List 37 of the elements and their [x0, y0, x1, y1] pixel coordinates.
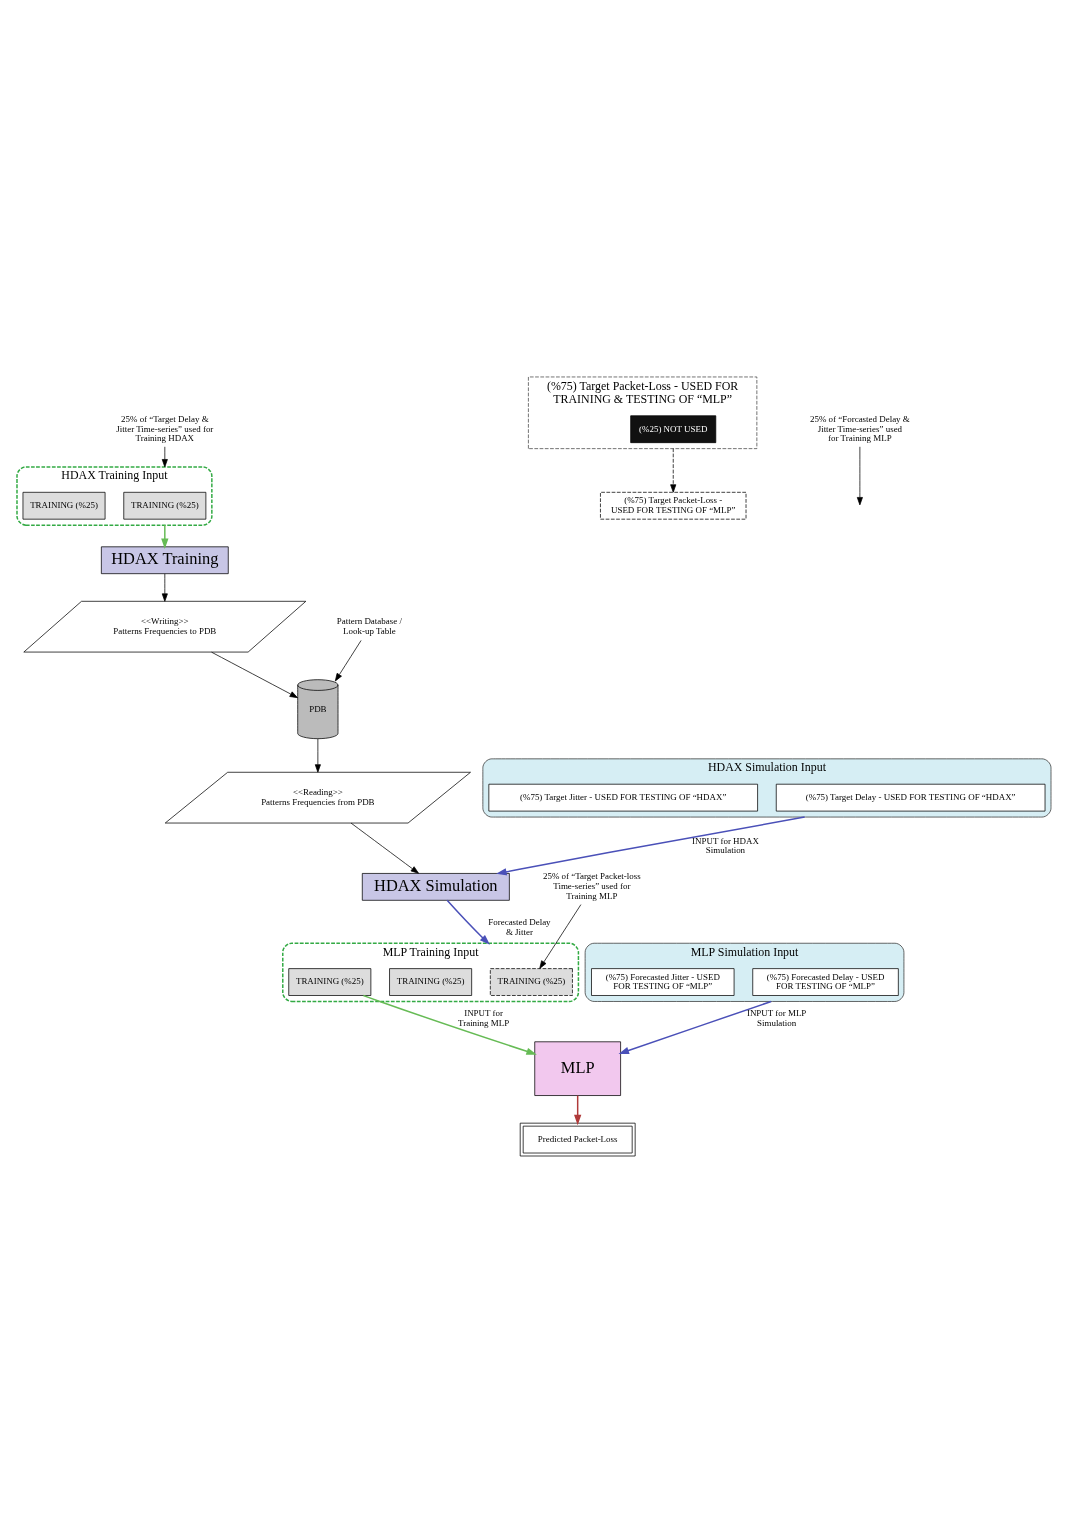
- edge-label: Forecasted Delay & Jitter: [488, 916, 551, 937]
- node-text: Pattern Database / Look-up Table: [336, 615, 402, 636]
- arrow: [314, 738, 321, 773]
- node-text: 25% of “Target Packet-loss Time-series” used for Training MLP: [542, 870, 641, 901]
- arrow: [496, 815, 806, 875]
- node-box: (%25) NOT USED: [630, 414, 717, 443]
- arrow: [539, 903, 582, 969]
- edge-label: INPUT for HDAX Simulation: [692, 835, 759, 855]
- node-text: 25% of “Target Delay & Jitter Time-series” used for Training HDAX: [116, 413, 214, 443]
- node-box: HDAX Training: [101, 545, 229, 574]
- arrow: [362, 994, 537, 1055]
- edge-label: INPUT for MLP Simulation: [746, 1007, 807, 1028]
- node-box: HDAX Simulation: [361, 872, 510, 901]
- node-box: MLP: [534, 1040, 621, 1096]
- arrow: [618, 1000, 772, 1054]
- arrow: [334, 639, 362, 681]
- arrow: [856, 445, 863, 505]
- node-box: (%75) Forecasted Jitter - USED FOR TESTING OF “MLP”: [591, 967, 735, 996]
- arrow: [211, 651, 298, 698]
- arrow: [670, 447, 677, 493]
- node-box: TRAINING (%25): [389, 967, 473, 996]
- node-box: (%75) Target Packet-Loss - USED FOR TESTING OF “MLP”: [600, 491, 747, 520]
- node-box: TRAINING (%25): [22, 491, 106, 520]
- node-box: (%75) Target Jitter - USED FOR TESTING OF “HDAX”: [488, 783, 758, 811]
- node-box: TRAINING (%25): [489, 967, 573, 996]
- node-box: (%75) Target Delay - USED FOR TESTING OF “HDAX”: [775, 783, 1046, 811]
- node-box: TRAINING (%25): [288, 967, 372, 996]
- arrow: [161, 572, 168, 602]
- node-text: 25% of “Forcasted Delay & Jitter Time-series” used for Training MLP: [809, 413, 910, 443]
- arrow: [350, 822, 419, 874]
- node-box: (%75) Forecasted Delay - USED FOR TESTING OF “MLP”: [752, 967, 899, 996]
- arrow: [574, 1094, 582, 1125]
- node-box: TRAINING (%25): [123, 491, 207, 520]
- arrow: [161, 523, 169, 549]
- arrow: [161, 445, 168, 467]
- edge-label: INPUT for Training MLP: [458, 1007, 510, 1028]
- arrow: [446, 899, 490, 945]
